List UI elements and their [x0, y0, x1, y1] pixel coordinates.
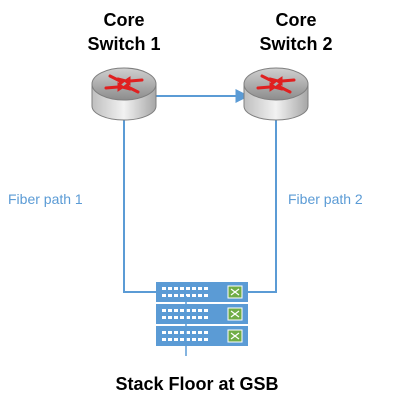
stack-unit-1	[156, 282, 248, 302]
stack-floor-label: Stack Floor at GSB	[115, 374, 279, 394]
stack-unit-2	[156, 304, 248, 324]
core-switch-2-label: Core Switch 2	[236, 8, 356, 56]
fiber-path-2-label: Fiber path 2	[288, 191, 363, 207]
fiber-path-2-line	[248, 112, 277, 293]
fiber-path-1-label: Fiber path 1	[8, 191, 83, 207]
switch-stack-icon	[156, 282, 248, 356]
core-switch-1-line2: Switch 1	[87, 34, 161, 54]
core-switch-2-line1: Core	[275, 10, 317, 30]
core-switch-1-label: Core Switch 1	[64, 8, 184, 56]
core-switch-1-line1: Core	[103, 10, 145, 30]
stack-unit-3	[156, 326, 248, 346]
core-switch-2-router-icon	[243, 67, 309, 121]
core-switch-2-line2: Switch 2	[259, 34, 333, 54]
fiber-path-1-line	[117, 104, 168, 293]
core-switch-1-router-icon	[91, 67, 157, 121]
